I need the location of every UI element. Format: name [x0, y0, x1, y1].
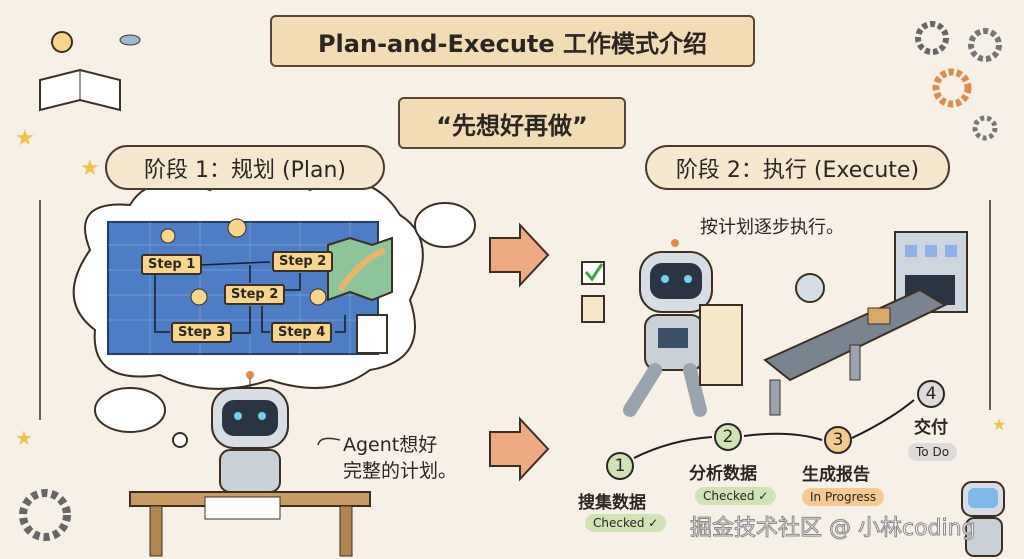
page-title: Plan-and-Execute 工作模式介绍	[317, 29, 708, 58]
status-badge-4: To Do	[908, 443, 958, 461]
execute-caption: 按计划逐步执行。	[700, 217, 844, 238]
status-badge-1: Checked ✓	[585, 514, 667, 532]
status-badge-3: In Progress	[802, 488, 885, 506]
robot-thinking-illustration	[211, 371, 289, 493]
lightbulb-icon	[190, 288, 208, 306]
gear-icon	[972, 115, 998, 141]
gear-icon	[19, 489, 71, 541]
step-name-2: 分析数据	[689, 464, 757, 484]
plan-step-2-middle: Step 2	[224, 284, 286, 305]
title-banner: Plan-and-Execute 工作模式介绍	[270, 15, 755, 67]
robot-waving-illustration	[961, 481, 1005, 557]
lightbulb-icon	[160, 228, 176, 244]
step-name-3: 生成报告	[802, 465, 870, 485]
watermark: 掘金技术社区 @ 小林coding	[690, 516, 977, 542]
star-icon: ★	[80, 156, 100, 181]
phase2-label: 阶段 2：执行 (Execute)	[675, 157, 920, 183]
gear-icon	[915, 21, 949, 55]
step-name-1: 搜集数据	[578, 493, 646, 513]
clipboard-icon	[356, 314, 388, 354]
caption-line: 完整的计划。	[343, 460, 458, 482]
plan-step-3: Step 3	[171, 322, 233, 343]
gear-icon	[968, 28, 1002, 62]
database-icon	[119, 34, 141, 46]
factory-illustration	[763, 231, 968, 416]
gear-icon	[932, 68, 972, 108]
lightbulb-icon	[227, 218, 247, 238]
phase1-header: 阶段 1：规划 (Plan)	[105, 145, 385, 190]
plan-step-4: Step 4	[271, 322, 333, 343]
step-number-2: 2	[714, 423, 742, 451]
agent-plan-caption: Agent想好 完整的计划。	[343, 432, 457, 484]
step-number-4: 4	[917, 380, 945, 408]
subtitle: “先想好再做”	[436, 111, 588, 140]
step-number-3: 3	[824, 426, 852, 454]
plan-step-1: Step 1	[141, 254, 203, 275]
star-icon: ★	[992, 415, 1006, 434]
book-icon	[39, 68, 121, 112]
star-icon: ★	[15, 426, 33, 450]
caption-line: Agent想好	[343, 434, 438, 456]
phase1-label: 阶段 1：规划 (Plan)	[144, 157, 346, 183]
status-badge-2: Checked ✓	[695, 487, 777, 505]
star-icon: ★	[15, 126, 35, 151]
lightbulb-icon	[309, 288, 327, 306]
checklist-icon	[581, 295, 605, 323]
lightbulb-icon	[51, 31, 73, 53]
subtitle-scroll: “先想好再做”	[398, 97, 626, 149]
plan-step-2-top: Step 2	[272, 251, 334, 272]
robot-walking-illustration	[623, 239, 743, 417]
phase2-header: 阶段 2：执行 (Execute)	[645, 145, 950, 190]
step-number-1: 1	[606, 452, 634, 480]
arrow-right-icon	[489, 222, 550, 288]
arrow-right-icon	[489, 416, 550, 482]
step-name-4: 交付	[914, 418, 948, 438]
